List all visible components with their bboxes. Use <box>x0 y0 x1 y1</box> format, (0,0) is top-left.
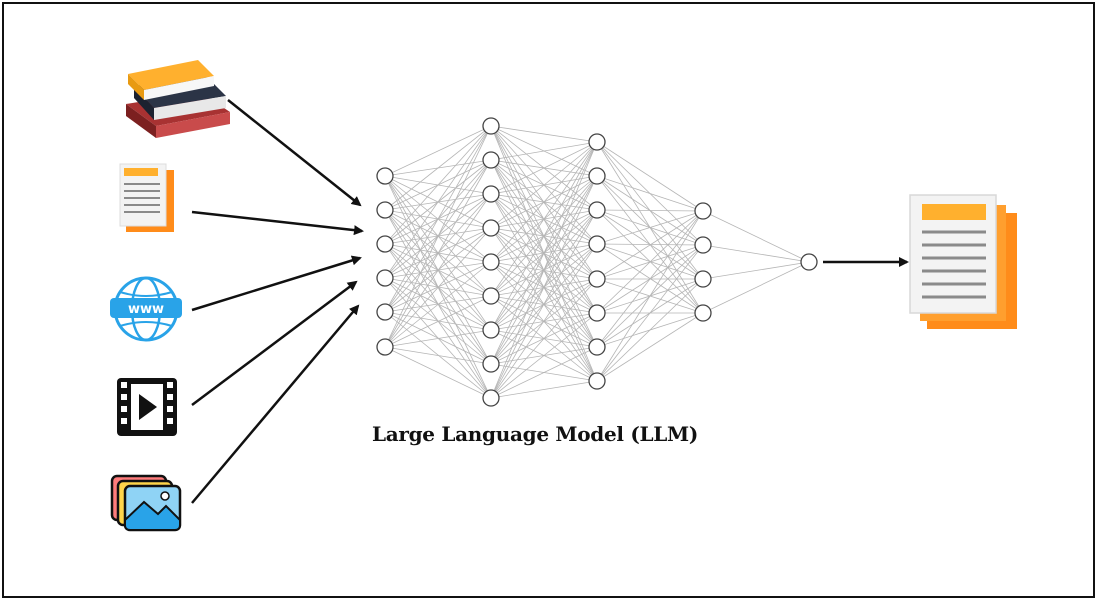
network-edge <box>384 329 492 348</box>
network-edge <box>490 346 598 399</box>
network-edge <box>490 175 598 399</box>
network-edge <box>384 311 492 399</box>
network-node-layer3 <box>588 304 606 322</box>
diagram-caption: Large Language Model (LLM) <box>371 422 699 446</box>
network-edge <box>490 141 598 161</box>
network-node-layer3 <box>588 338 606 356</box>
globe-www-icon: www <box>110 276 182 342</box>
network-edge <box>596 210 704 314</box>
network-edge <box>384 159 492 348</box>
network-edge <box>596 210 704 382</box>
network-node-layer3 <box>588 167 606 185</box>
network-edge <box>490 141 598 195</box>
network-edge <box>384 311 492 365</box>
network-edge <box>490 141 598 263</box>
network-edge <box>702 261 810 314</box>
network-edge <box>384 261 492 348</box>
network-edge <box>384 125 492 313</box>
video-play-icon <box>117 378 177 436</box>
network-node-layer4 <box>694 236 712 254</box>
network-edge <box>490 141 598 365</box>
network-edge <box>596 312 704 382</box>
network-edge <box>596 278 704 382</box>
network-edges <box>384 125 810 399</box>
network-node-layer1 <box>376 201 394 219</box>
network-node-layer3 <box>588 270 606 288</box>
network-edge <box>490 141 598 331</box>
network-node-layer2 <box>482 185 500 203</box>
network-node-layer2 <box>482 355 500 373</box>
network-edge <box>490 141 598 399</box>
network-node-layer4 <box>694 202 712 220</box>
network-node-layer2 <box>482 253 500 271</box>
network-edge <box>384 346 492 399</box>
network-node-layer1 <box>376 303 394 321</box>
network-edge <box>490 278 598 399</box>
network-edge <box>490 141 598 229</box>
output-document-icon <box>909 194 1017 329</box>
network-node-layer2 <box>482 219 500 237</box>
network-edge <box>490 209 598 399</box>
network-node-layer5 <box>800 253 818 271</box>
network-node-layer2 <box>482 151 500 169</box>
network-edge <box>596 243 704 246</box>
network-node-layer1 <box>376 235 394 253</box>
network-node-layer3 <box>588 235 606 253</box>
network-edge <box>702 244 810 263</box>
network-edge <box>384 125 492 177</box>
arrow-documents <box>191 210 364 236</box>
network-node-layer3 <box>588 133 606 151</box>
network-node-layer2 <box>482 287 500 305</box>
network-edge <box>490 141 598 297</box>
network-edge <box>384 295 492 348</box>
arrow-web <box>191 255 362 312</box>
network-node-layer2 <box>482 117 500 135</box>
network-edge <box>702 261 810 280</box>
network-node-layer1 <box>376 269 394 287</box>
network-edge <box>384 125 492 348</box>
network-edge <box>384 193 492 348</box>
network-edge <box>596 175 704 212</box>
document-icon <box>119 163 174 232</box>
network-edge <box>702 210 810 263</box>
arrow-books <box>227 99 362 207</box>
network-node-layer1 <box>376 338 394 356</box>
network-edge <box>596 210 704 348</box>
network-nodes <box>376 117 818 407</box>
network-edge <box>384 125 492 245</box>
network-edge <box>596 244 704 382</box>
network-edge <box>596 209 704 212</box>
network-node-layer3 <box>588 201 606 219</box>
network-edge <box>384 125 492 211</box>
arrow-video <box>191 280 358 406</box>
image-stack-icon <box>110 474 182 532</box>
network-node-layer4 <box>694 304 712 322</box>
network-node-layer1 <box>376 167 394 185</box>
network-node-layer2 <box>482 321 500 339</box>
globe-www-text: www <box>128 302 164 317</box>
books-icon <box>126 60 230 138</box>
network-edge <box>596 141 704 212</box>
network-edge <box>596 210 704 245</box>
network-edge <box>384 125 492 279</box>
network-edge <box>384 227 492 348</box>
network-edge <box>490 125 598 143</box>
network-node-layer2 <box>482 389 500 407</box>
network-edge <box>490 380 598 399</box>
arrow-images <box>191 304 360 504</box>
network-edge <box>384 346 492 365</box>
input-arrows <box>191 99 364 504</box>
network-node-layer4 <box>694 270 712 288</box>
network-node-layer3 <box>588 372 606 390</box>
network-edge <box>596 210 704 280</box>
network-edge <box>384 311 492 331</box>
network-edge <box>490 312 598 399</box>
network-edge <box>490 243 598 399</box>
